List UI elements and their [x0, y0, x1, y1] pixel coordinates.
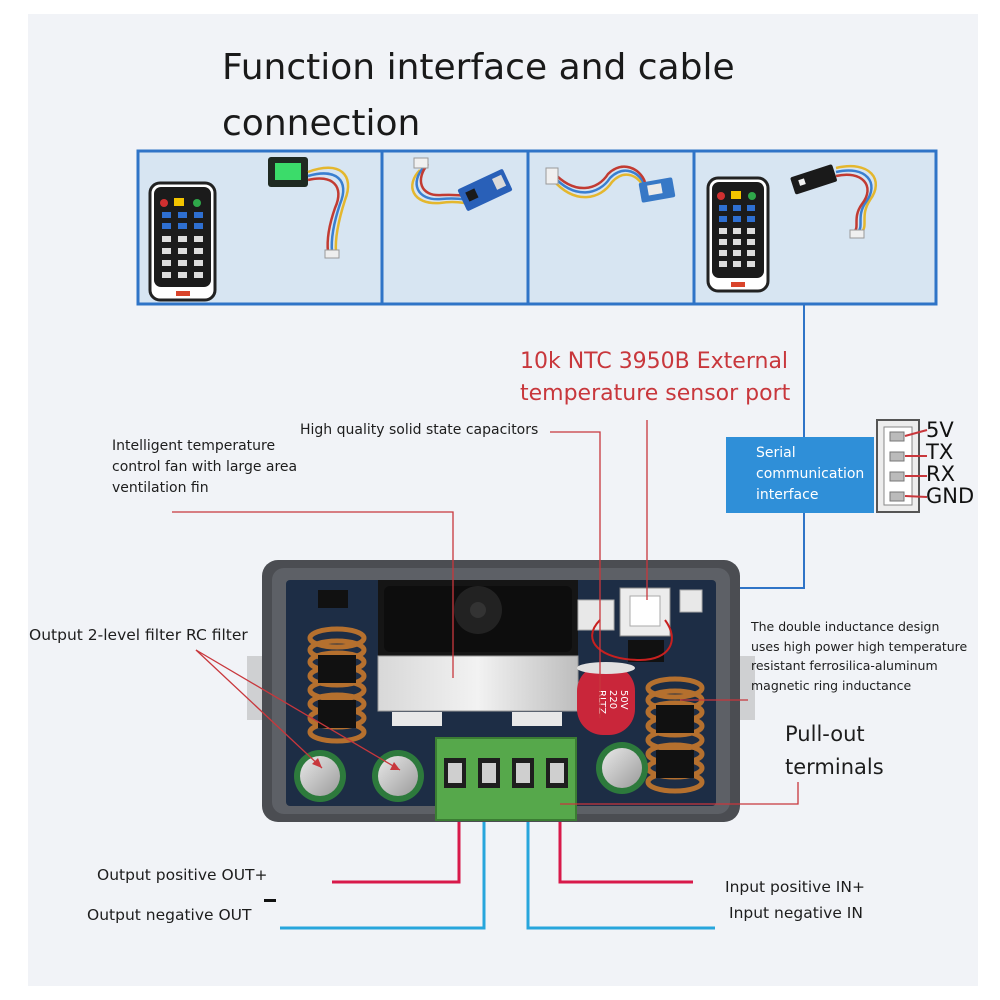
fan-line-3: ventilation fin	[112, 480, 209, 496]
ir-remote-icon	[148, 181, 217, 302]
ir-remote-icon	[706, 176, 770, 293]
pullout-line-1: Pull-out	[785, 722, 865, 746]
inductance-label: The double inductance design uses high p…	[751, 617, 967, 695]
serial-interface-box: Serial communication interface	[726, 437, 874, 513]
bluetooth-module-icon	[545, 165, 676, 203]
output-positive-label: Output positive OUT+	[97, 866, 268, 884]
serial-line-1: Serial	[756, 445, 796, 461]
minus-sign	[264, 899, 276, 902]
fan-line-2: control fan with large area	[112, 459, 298, 475]
lcd-module-icon	[268, 157, 350, 259]
capacitor-icon: RLTZ 220 50V	[577, 662, 635, 735]
title-line-1: Function interface and cable	[222, 47, 735, 88]
pin-tx: TX	[926, 440, 954, 464]
cooling-fan-icon	[378, 580, 578, 658]
inductance-line-3: resistant ferrosilica-aluminum	[751, 658, 938, 673]
capacitor-mark-1: RLTZ	[596, 690, 607, 714]
title-line-2: connection	[222, 103, 421, 144]
rc-filter-label: Output 2-level filter RC filter	[29, 626, 248, 644]
wifi-module-icon	[790, 164, 877, 239]
output-negative-label: Output negative OUT	[87, 906, 252, 924]
ntc-line-2: temperature sensor port	[520, 381, 791, 406]
wires	[280, 822, 715, 930]
usb-ttl-module-icon	[411, 157, 513, 211]
serial-line-3: interface	[756, 487, 819, 503]
ntc-line-1: 10k NTC 3950B External	[520, 349, 789, 374]
serial-line-2: communication	[756, 466, 865, 482]
pullout-label: Pull-out terminals	[785, 718, 884, 784]
input-negative-label: Input negative IN	[729, 904, 863, 922]
ntc-sensor-label: 10k NTC 3950B External temperature senso…	[520, 346, 790, 410]
serial-pin-labels: 5V TX RX GND	[926, 419, 974, 507]
input-positive-label: Input positive IN+	[725, 878, 865, 896]
inductance-line-1: The double inductance design	[751, 619, 940, 634]
inductance-line-2: uses high power high temperature	[751, 638, 968, 654]
page-title: Function interface and cable connection	[222, 40, 735, 152]
fan-line-1: Intelligent temperature	[112, 438, 276, 454]
annotation-lines	[172, 420, 799, 805]
screw-terminal-icon	[435, 737, 577, 821]
converter-device: RLTZ 220 50V	[247, 560, 755, 822]
pin-gnd: GND	[926, 484, 975, 508]
pin-5v: 5V	[926, 418, 954, 442]
capacitors-label: High quality solid state capacitors	[300, 422, 539, 438]
capacitor-icon	[294, 742, 648, 802]
inductance-line-4: magnetic ring inductance	[751, 677, 912, 693]
serial-connector	[876, 419, 928, 513]
pin-rx: RX	[926, 462, 955, 486]
pullout-line-2: terminals	[785, 755, 884, 779]
fan-label: Intelligent temperature control fan with…	[112, 436, 297, 499]
capacitor-mark-3: 50V	[618, 690, 629, 710]
capacitor-mark-2: 220	[607, 690, 618, 709]
